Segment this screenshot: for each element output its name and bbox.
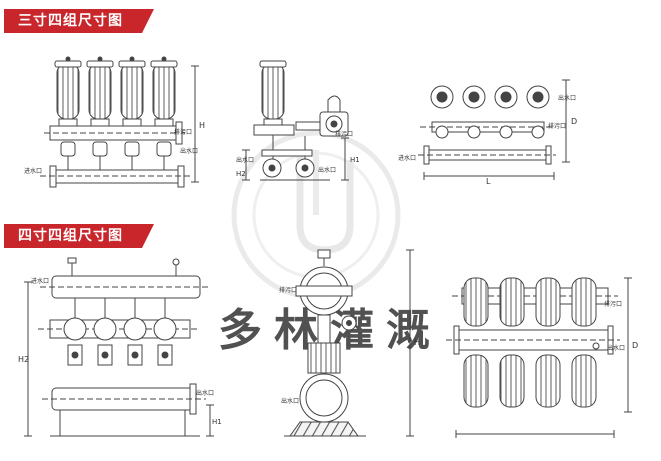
dim-label-h-1: H bbox=[199, 121, 205, 130]
section-title-three-inch: 三寸四组尺寸图 bbox=[4, 9, 154, 33]
label-outlet-2b: 出水口 bbox=[318, 166, 336, 174]
panel-four-inch-top bbox=[446, 277, 632, 438]
label-drain-2: 排污口 bbox=[335, 130, 353, 138]
label-outlet-5: 出水口 bbox=[281, 397, 299, 405]
label-drain-6: 排污口 bbox=[604, 300, 622, 308]
label-drain-5: 排污口 bbox=[279, 286, 297, 294]
label-inlet-3: 进水口 bbox=[398, 154, 416, 162]
dim-label-h1-2: H1 bbox=[350, 156, 360, 164]
section-title-four-inch: 四寸四组尺寸图 bbox=[4, 224, 154, 248]
label-outlet-2: 出水口 bbox=[236, 156, 254, 164]
dim-label-h-5: H bbox=[414, 338, 420, 347]
dim-label-h1-4: H1 bbox=[212, 418, 222, 426]
label-inlet-1: 进水口 bbox=[24, 167, 42, 175]
panel-three-inch-front bbox=[40, 56, 199, 188]
panel-three-inch-side bbox=[242, 60, 349, 181]
panel-four-inch-side bbox=[284, 249, 414, 437]
label-drain-3: 排污口 bbox=[548, 122, 566, 130]
dim-label-d-6: D bbox=[632, 341, 638, 350]
label-outlet-6: 出水口 bbox=[607, 344, 625, 352]
label-outlet-4: 出水口 bbox=[196, 389, 214, 397]
label-outlet-3: 出水口 bbox=[558, 94, 576, 102]
dim-label-h2-4: H2 bbox=[18, 355, 29, 364]
label-drain-1: 排污口 bbox=[174, 128, 192, 136]
panel-four-inch-front bbox=[24, 257, 214, 437]
dim-label-d-3: D bbox=[571, 117, 577, 126]
dim-label-l-3: L bbox=[486, 177, 491, 186]
dim-label-h2-2: H2 bbox=[236, 170, 246, 178]
panel-three-inch-top bbox=[418, 79, 570, 180]
filter-units bbox=[54, 56, 178, 128]
label-inlet-4: 进水口 bbox=[31, 277, 49, 285]
label-outlet-1: 出水口 bbox=[180, 147, 198, 155]
